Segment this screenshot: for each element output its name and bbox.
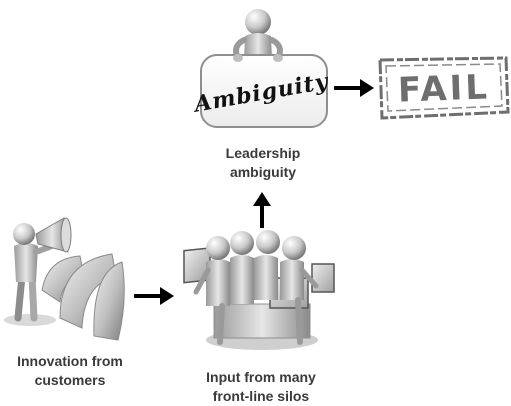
arrow-right <box>134 287 174 305</box>
leadership-caption-line2: ambiguity <box>229 164 297 180</box>
leadership-figure: Ambiguity <box>190 9 332 128</box>
silos-caption-line2: front-line silos <box>212 388 310 404</box>
silos-caption-line1: Input from many <box>206 369 316 385</box>
silo-figures-group <box>183 230 335 350</box>
leadership-caption: Leadership ambiguity <box>196 144 330 182</box>
arrow-up <box>253 192 271 228</box>
fail-stamp: FAIL <box>378 56 510 120</box>
customers-caption-line2: customers <box>34 372 106 388</box>
customers-caption-line1: Innovation from <box>17 353 123 369</box>
customers-caption: Innovation from customers <box>0 352 140 390</box>
arrow-to-fail <box>334 79 374 97</box>
ambiguity-sign <box>200 54 328 128</box>
megaphone-icon <box>35 217 69 253</box>
silos-caption: Input from many front-line silos <box>186 368 336 406</box>
leadership-caption-line1: Leadership <box>225 145 301 161</box>
customer-head <box>13 223 35 245</box>
signal-arcs-icon <box>41 253 125 341</box>
figure-head <box>245 9 271 35</box>
customer-figure <box>4 217 72 326</box>
fail-text: FAIL <box>397 67 490 110</box>
